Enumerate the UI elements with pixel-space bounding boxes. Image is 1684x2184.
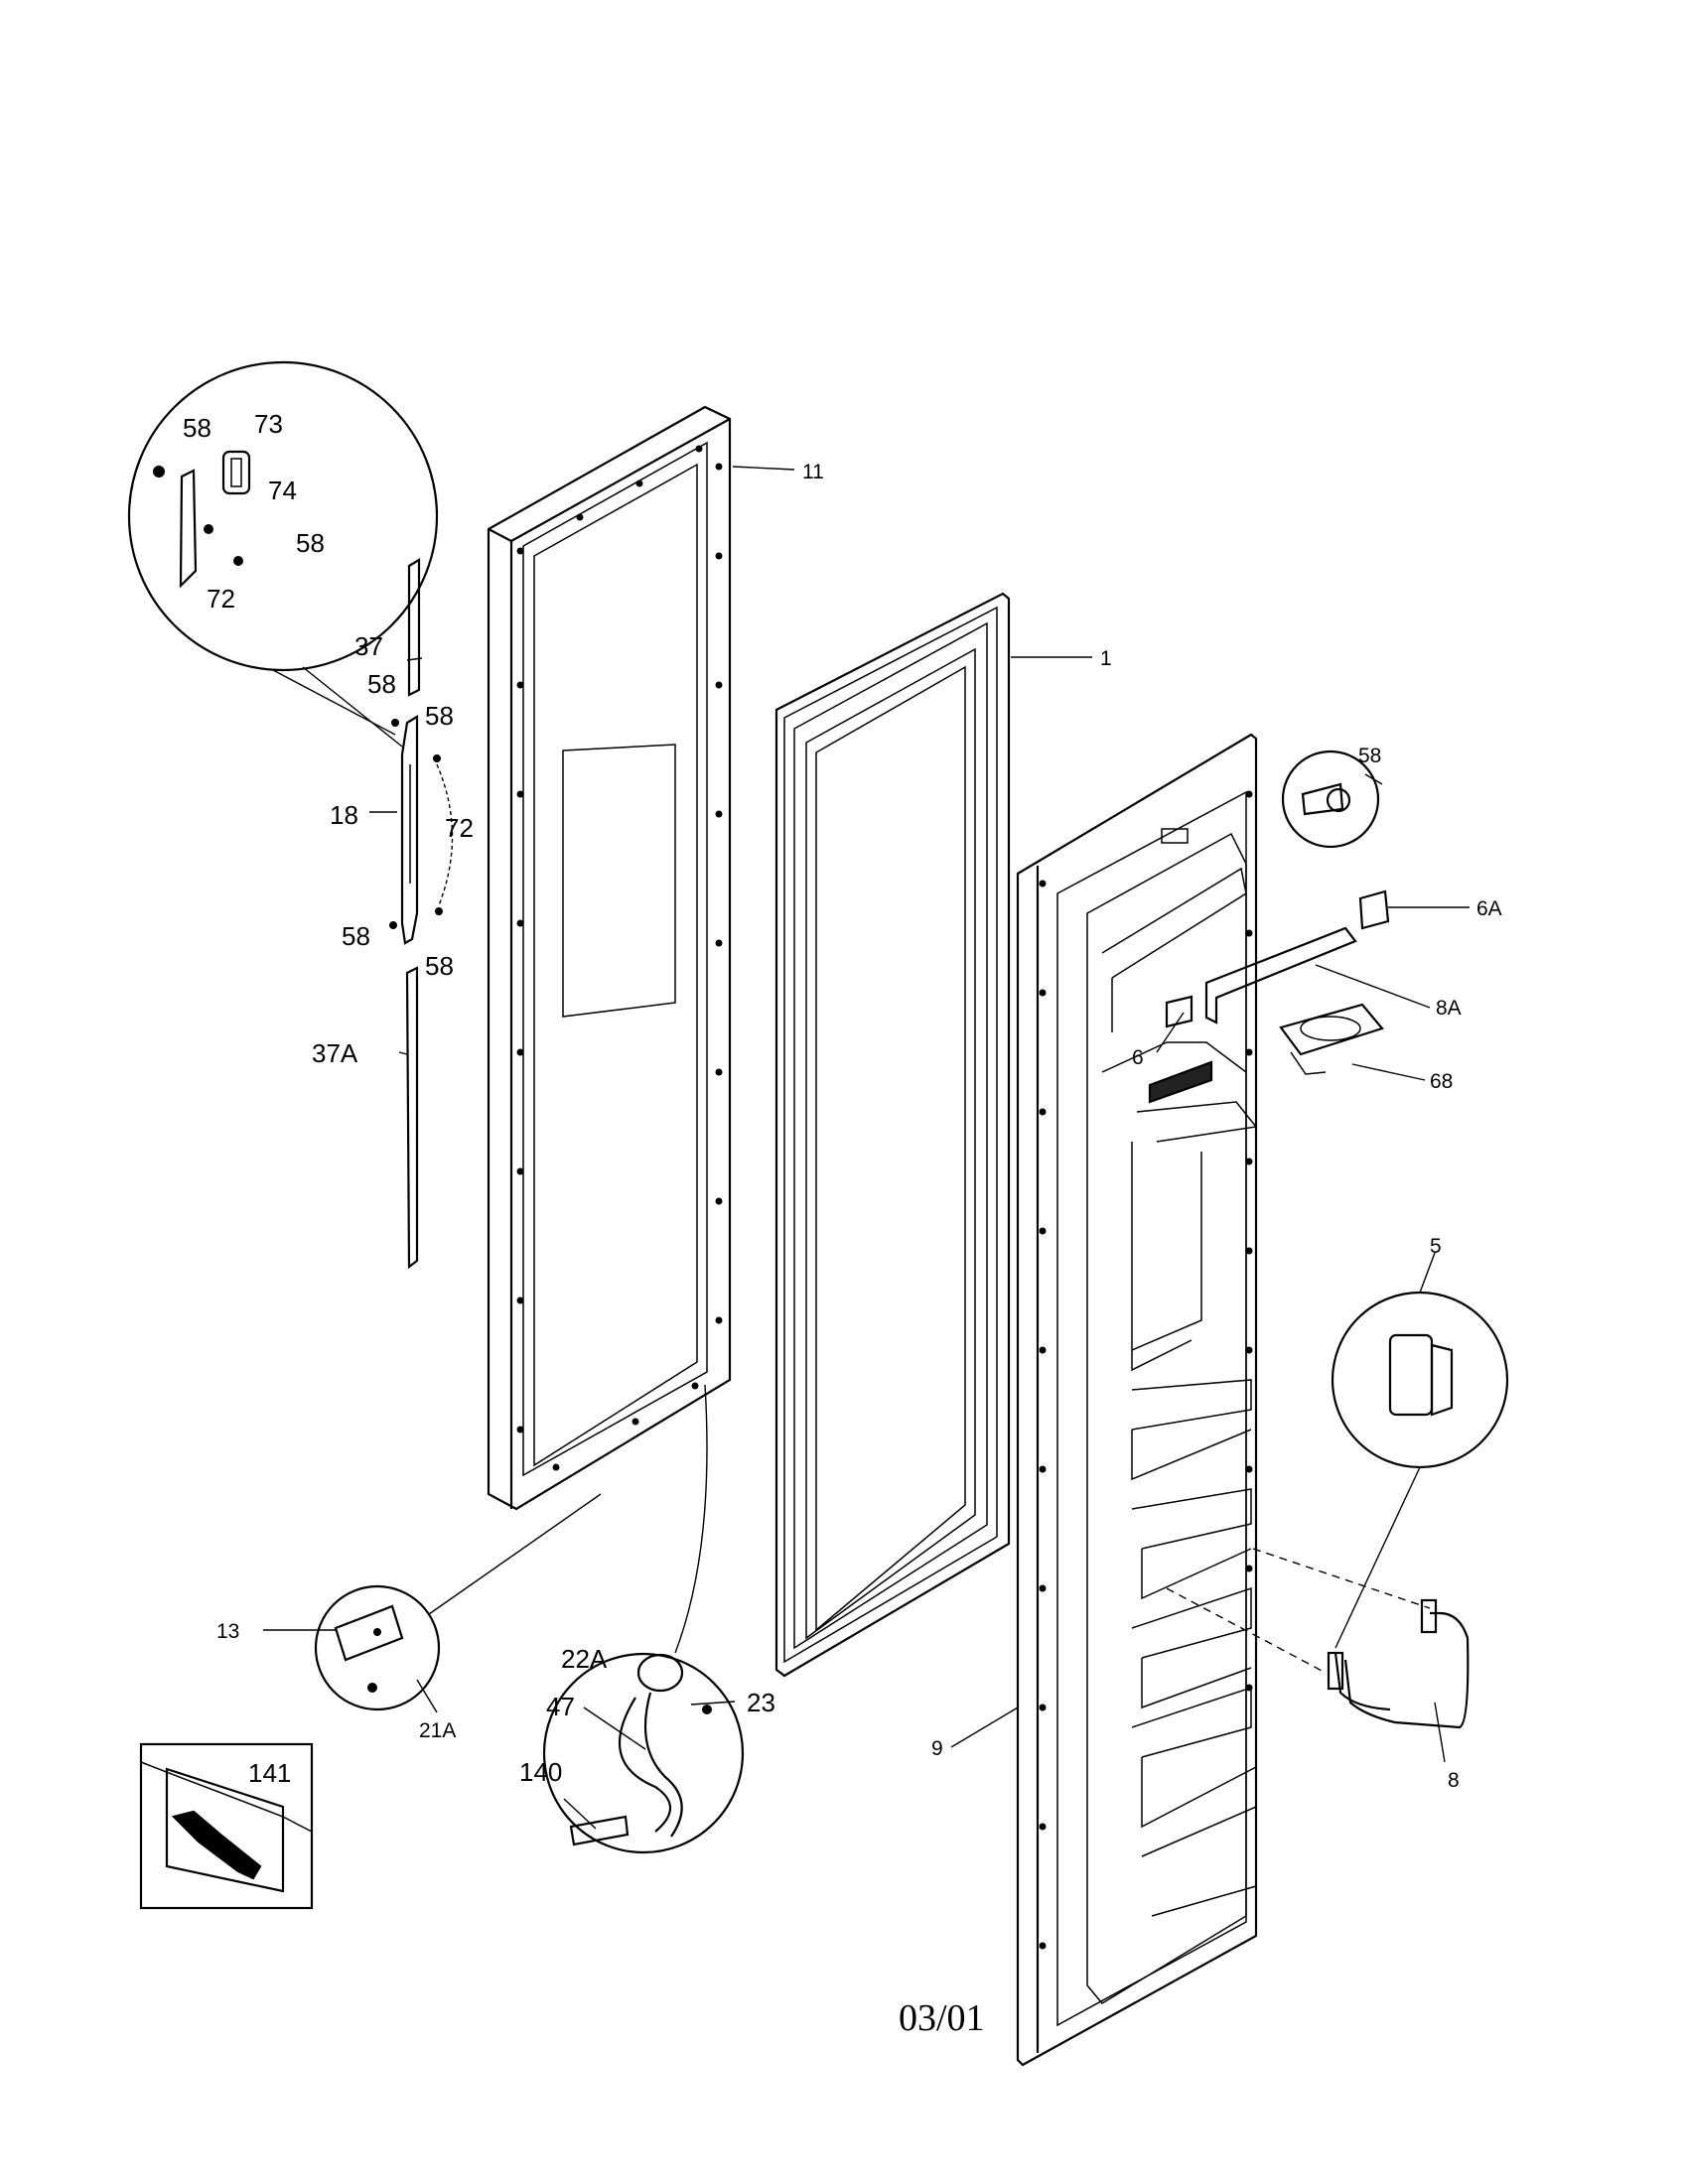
callout-5: 5 [1430,1235,1442,1258]
callout-labels: 58 73 74 58 72 37 58 58 18 72 58 58 37A … [183,409,1502,1792]
bracket-inset [314,1493,602,1711]
callout-9: 9 [931,1737,943,1760]
switch-detail-inset [542,1384,745,1854]
callout-23: 23 [747,1688,775,1717]
callout-72: 72 [445,813,474,843]
part-6 [1165,995,1193,1028]
callout-68: 68 [1430,1070,1453,1093]
callout-140: 140 [519,1757,562,1787]
callout-74: 74 [268,476,297,505]
part-6A [1358,889,1390,930]
door-outer-panel [487,405,732,1511]
callout-13: 13 [216,1620,239,1643]
callout-18: 18 [330,800,358,830]
callout-72-inset: 72 [207,584,235,614]
callout-141: 141 [248,1758,291,1788]
handle-assembly [389,558,454,1270]
door-bin [1166,1548,1470,1729]
leader-lines [263,466,1470,1830]
callout-6: 6 [1132,1046,1144,1069]
callout-1: 1 [1100,647,1112,670]
callout-47: 47 [546,1692,575,1721]
footer-date: 03/01 [899,1997,985,2039]
callout-58-c: 58 [342,921,370,951]
callout-58-top: 58 [183,413,211,443]
door-gasket [774,592,1011,1678]
door-liner [1016,733,1258,2067]
handle-trim-bottom [405,966,419,1270]
callout-21A: 21A [419,1719,456,1742]
callout-11: 11 [802,461,824,483]
handle-trim-top [407,558,421,697]
callout-8: 8 [1448,1769,1460,1792]
callout-22A: 22A [561,1644,608,1674]
screw-inset [1281,750,1380,849]
callout-58-inset: 58 [296,528,325,558]
clip-detail-inset [1331,1291,1509,1649]
callout-6A: 6A [1476,897,1502,920]
callout-58-a: 58 [367,669,396,699]
tag-inset [139,1742,314,1910]
hinge-detail-inset [127,360,439,748]
callout-37: 37 [354,631,383,661]
callout-58-b: 58 [425,701,454,731]
part-68 [1279,1003,1384,1056]
part-8A [1204,926,1357,1024]
dispenser-parts [1165,889,1390,1075]
callout-73: 73 [254,409,283,439]
handle-bar [400,715,419,945]
callout-37A: 37A [312,1038,358,1068]
callout-58-screw: 58 [1358,745,1381,767]
callout-8A: 8A [1436,997,1462,1020]
callout-58-d: 58 [425,951,454,981]
